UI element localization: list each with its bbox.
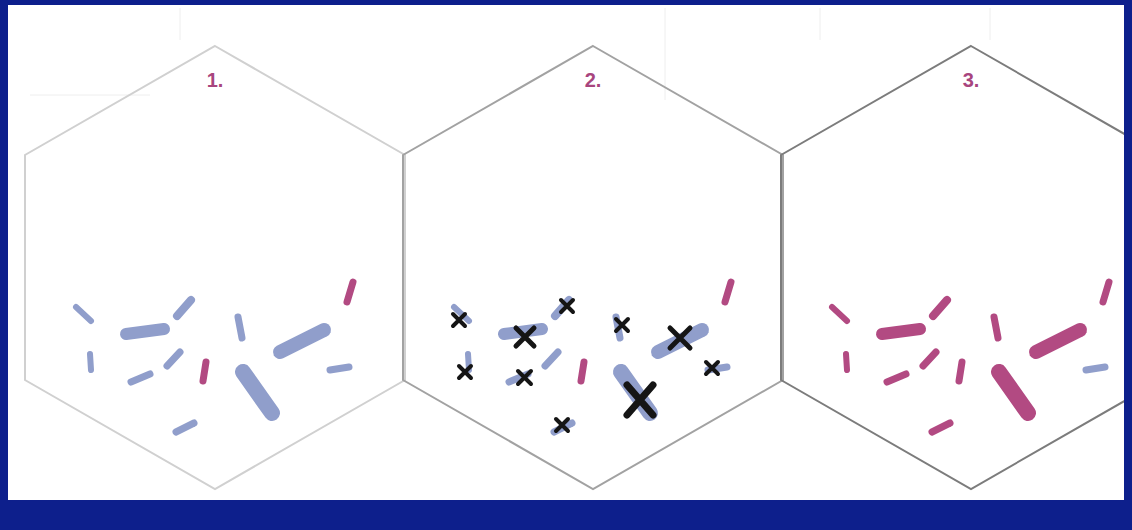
- hexagon-well: 3.: [781, 45, 1124, 490]
- hexagon-outline: [25, 45, 405, 490]
- step-number: 2.: [403, 67, 783, 93]
- step-number: 1.: [25, 67, 405, 93]
- panel: 1.2.3.: [8, 5, 1124, 500]
- hexagon-well: 1.: [25, 45, 405, 490]
- hexagon-well: 2.: [403, 45, 783, 490]
- hexagon-outline: [403, 45, 783, 490]
- hexagon-outline: [781, 45, 1124, 490]
- bacteria-illustration: [8, 5, 1124, 500]
- step-number: 3.: [781, 67, 1124, 93]
